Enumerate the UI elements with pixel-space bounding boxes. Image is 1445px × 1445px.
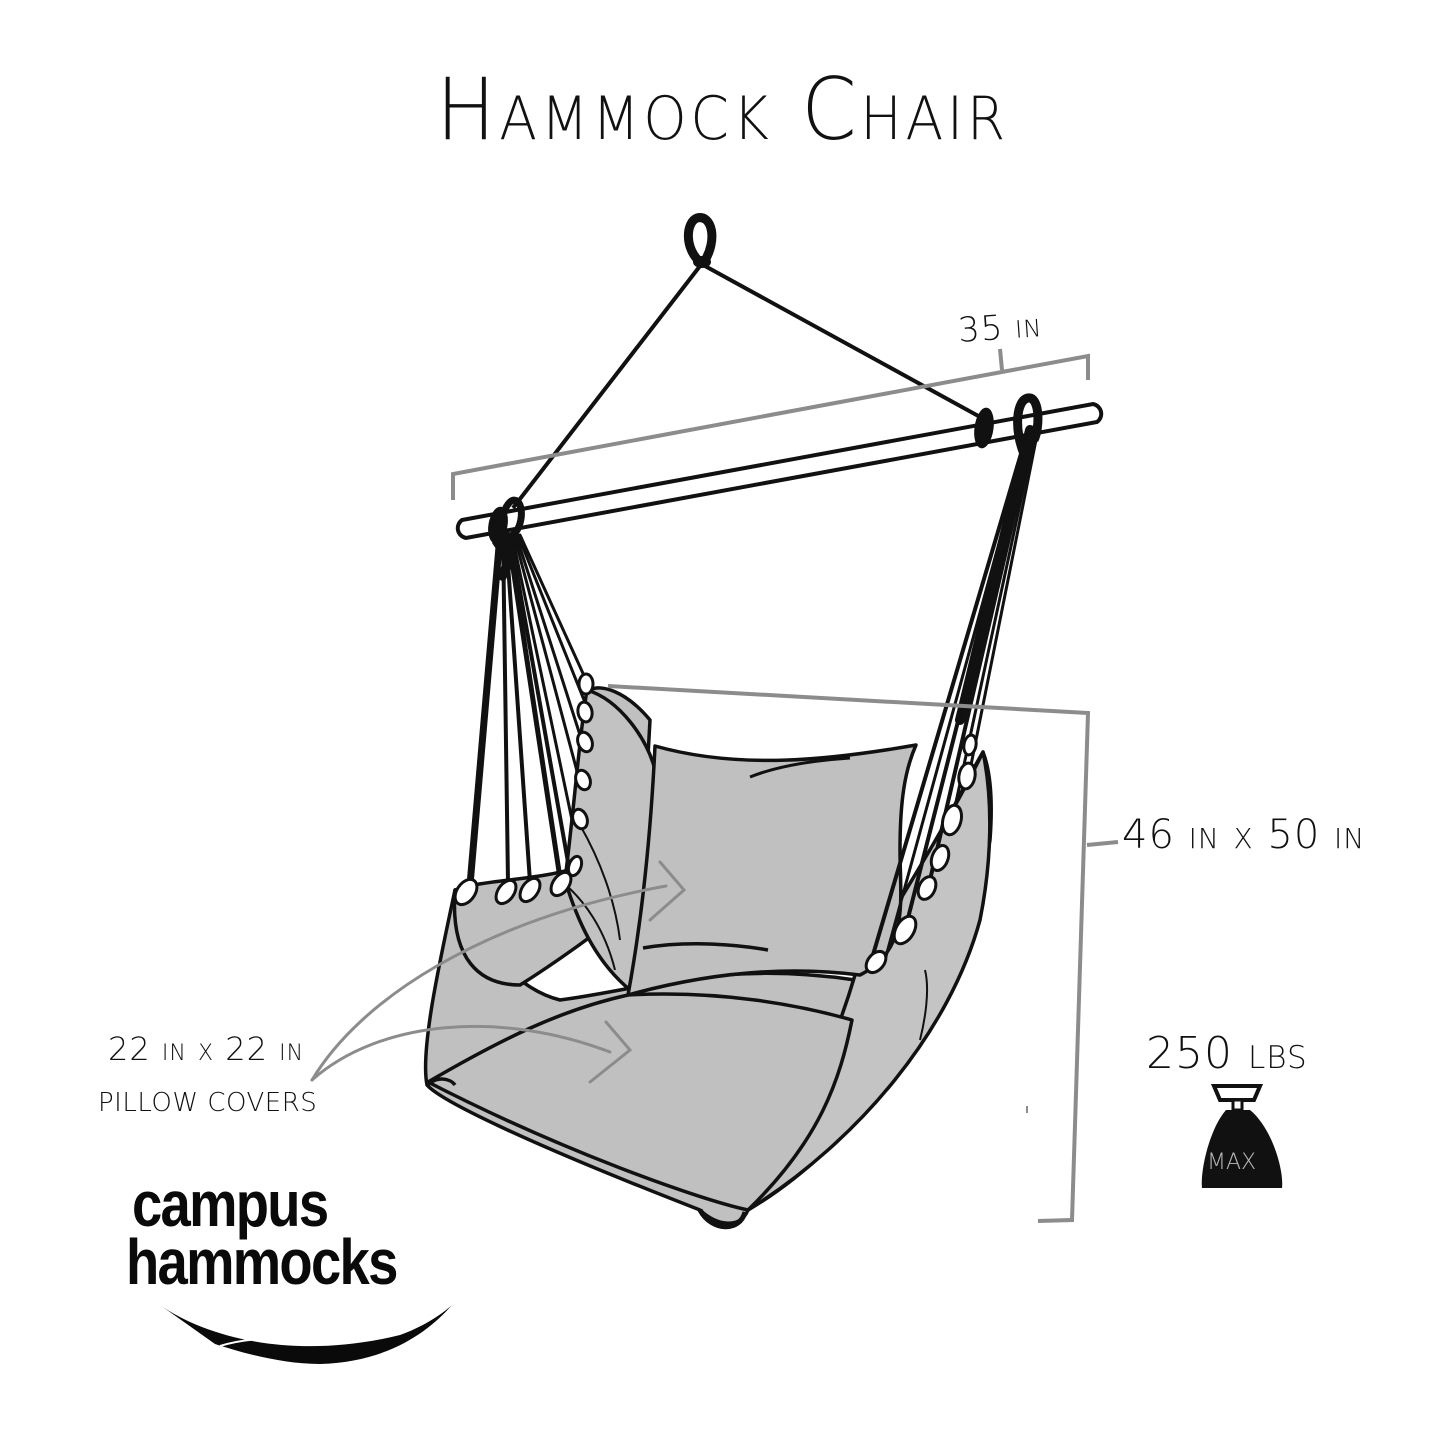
bar-width-label: 35 in [956, 305, 1044, 351]
chair-dimension-bracket [607, 684, 1119, 1223]
chair-fabric [423, 686, 993, 1230]
weight-icon [1201, 1084, 1283, 1188]
bar-dimension-bracket [451, 348, 1090, 500]
hammock-swoosh-icon [160, 1305, 452, 1364]
bar-rope-wraps [488, 393, 1043, 583]
suspension-ropes [511, 264, 983, 510]
page-title: Hammock Chair [436, 60, 1009, 160]
spreader-bar [455, 401, 1104, 541]
left-string-eyelets [453, 672, 595, 907]
pillow-callout-arrows [310, 860, 687, 1084]
pillow-size-label: 22 in x 22 in [108, 1030, 305, 1068]
brand-line-2: hammocks [126, 1225, 398, 1298]
max-badge: MAX [1207, 1150, 1257, 1175]
weight-capacity-label: 250 lbs [1146, 1028, 1308, 1079]
hanging-loop-icon [683, 213, 717, 268]
right-string-eyelets [864, 733, 978, 975]
right-strings [868, 425, 1040, 967]
brand-logo: campus hammocks [126, 1168, 492, 1293]
left-strings [466, 531, 588, 889]
pillow-caption: PILLOW COVERS [98, 1088, 318, 1118]
brand-line-1: campus [132, 1168, 329, 1240]
chair-size-label: 46 in x 50 in [1122, 812, 1366, 858]
